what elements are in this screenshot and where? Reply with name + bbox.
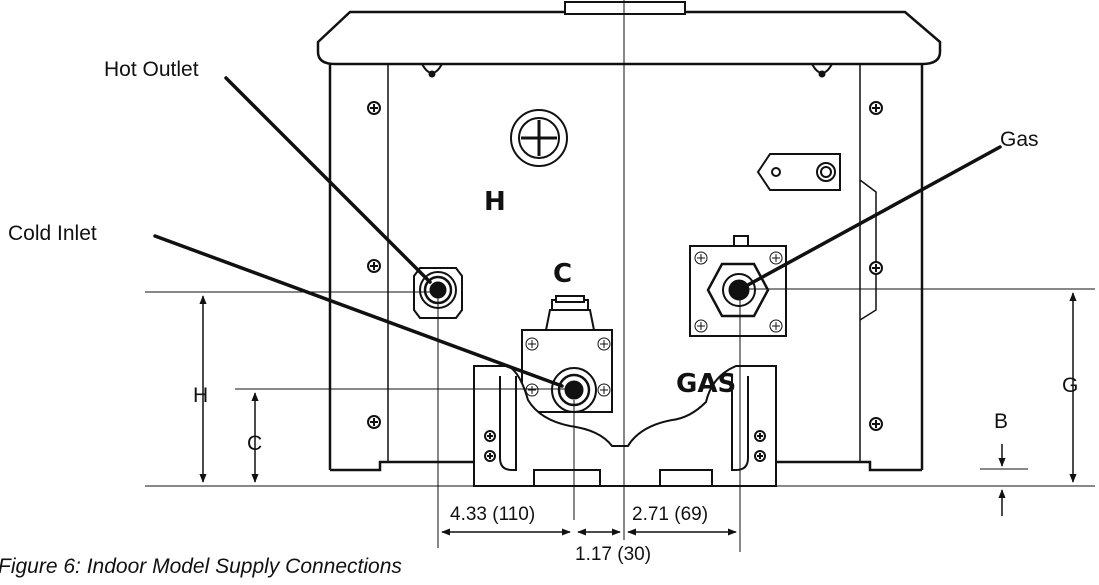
hot-marking: H (484, 187, 506, 217)
hot-outlet-label: Hot Outlet (104, 58, 199, 81)
gas-offset-dimension: 2.71 (69) (632, 504, 708, 525)
upper-bracket (756, 153, 841, 191)
heater-unit (316, 1, 942, 472)
bottom-mounting-plate (473, 365, 777, 487)
cold-offset-dimension: 1.17 (30) (575, 544, 651, 565)
dimension-c-label: C (247, 432, 262, 455)
dimension-h-label: H (193, 384, 208, 407)
dimension-b-label: B (994, 410, 1008, 433)
callout-leaders (153, 76, 1002, 388)
dimension-arrows (199, 292, 1077, 536)
figure-caption: Figure 6: Indoor Model Supply Connection… (0, 555, 402, 578)
dimension-g-label: G (1062, 374, 1078, 397)
hot-offset-dimension: 4.33 (110) (450, 504, 535, 525)
gas-fitting (689, 235, 787, 337)
gas-marking: GAS (676, 369, 736, 399)
extension-lines (145, 288, 1095, 552)
mounting-screws (367, 101, 883, 431)
cold-marking: C (553, 259, 572, 289)
vent-port (510, 109, 568, 167)
gas-label: Gas (1000, 128, 1039, 151)
cold-inlet-label: Cold Inlet (8, 222, 97, 245)
cold-inlet-fitting (521, 295, 613, 413)
